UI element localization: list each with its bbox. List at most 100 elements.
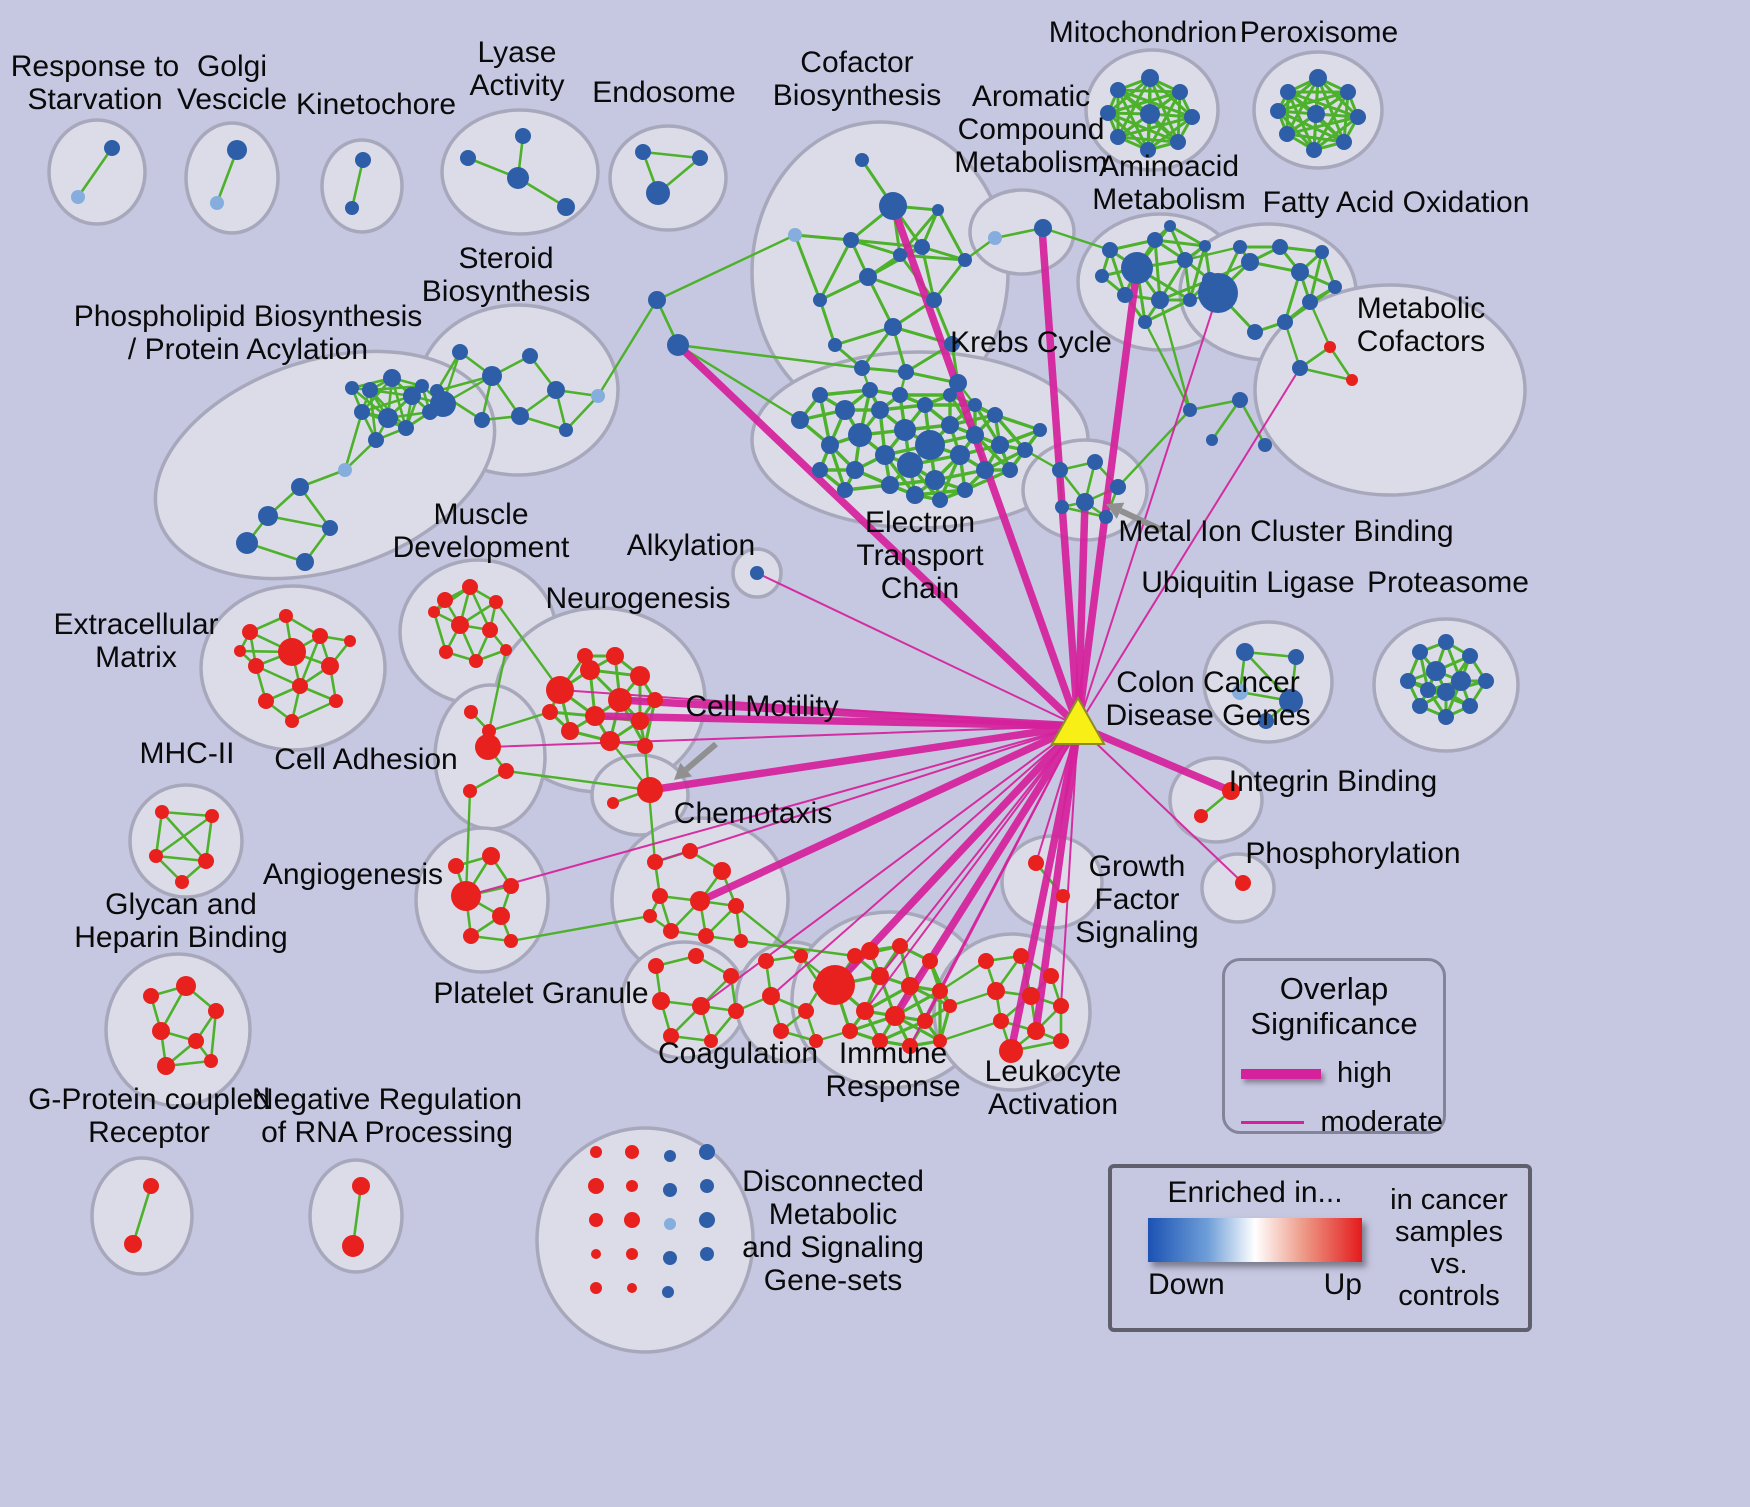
gene-set-node: [437, 592, 453, 608]
gene-set-node: [884, 318, 902, 336]
overlap-edge-h: [1074, 722, 1235, 795]
gene-set-node: [236, 532, 258, 554]
label-integrin-binding: Integrin Binding: [1229, 765, 1437, 798]
gene-set-node: [588, 1178, 604, 1194]
gene-set-node: [104, 140, 120, 156]
overlap-edge-h: [674, 341, 1082, 730]
gene-set-node: [474, 412, 490, 428]
gene-set-node: [368, 432, 384, 448]
layer-links: [441, 226, 1332, 1043]
side-text-line1: in cancer: [1390, 1184, 1508, 1216]
gene-set-node: [1292, 360, 1308, 376]
gene-set-node: [1002, 462, 1018, 478]
gene-set-node: [600, 731, 620, 751]
gene-set-node: [312, 628, 328, 644]
gene-set-node: [71, 190, 85, 204]
gene-set-node: [630, 666, 650, 686]
moderate-label: moderate: [1320, 1106, 1443, 1138]
gene-set-node: [507, 167, 529, 189]
label-metal-ion-cluster-binding: Metal Ion Cluster Binding: [1118, 515, 1453, 548]
gene-set-node: [500, 644, 512, 656]
gene-set-node: [879, 192, 907, 220]
label-cell-adhesion: Cell Adhesion: [274, 743, 457, 776]
gene-set-node: [475, 734, 501, 760]
gene-set-node: [1307, 105, 1325, 123]
gene-set-node: [577, 648, 593, 664]
gene-set-node: [585, 706, 605, 726]
gene-set-node: [901, 977, 919, 995]
gene-set-node: [758, 953, 774, 969]
gene-set-node: [626, 1180, 638, 1192]
gene-set-node: [646, 181, 670, 205]
cluster-ellipse-integrin-binding: [1168, 756, 1264, 844]
gene-set-node: [856, 1002, 874, 1020]
gene-set-node: [652, 992, 670, 1010]
gene-set-node: [859, 268, 877, 286]
gene-set-node: [242, 624, 258, 640]
gene-set-node: [932, 204, 944, 216]
gene-set-node: [1013, 948, 1029, 964]
gene-set-node: [794, 949, 808, 963]
gene-set-node: [1306, 142, 1322, 158]
gene-set-node: [503, 878, 519, 894]
gene-set-node: [462, 579, 478, 595]
gene-set-node: [915, 430, 945, 460]
gene-set-node: [843, 232, 859, 248]
gene-set-node: [439, 645, 453, 659]
gene-set-node: [378, 408, 398, 428]
overlap-edge-m: [924, 725, 1079, 1022]
gene-set-node: [1170, 134, 1186, 150]
overlap-edge-m: [1077, 292, 1219, 727]
gene-set-node: [546, 676, 574, 704]
gene-set-node: [828, 338, 842, 352]
label-mhc-ii: MHC-II: [140, 737, 235, 770]
gene-set-node: [175, 875, 189, 889]
gene-set-node: [837, 482, 853, 498]
gene-set-node: [885, 1006, 905, 1026]
overlap-edge-m: [770, 725, 1079, 997]
gene-set-node: [1270, 103, 1286, 119]
gene-set-node: [788, 228, 802, 242]
gene-set-node: [631, 712, 649, 730]
overlap-edge-m: [1077, 725, 1244, 884]
gene-set-node: [1022, 987, 1040, 1005]
gene-set-node: [1141, 69, 1159, 87]
gene-set-node: [1206, 434, 1218, 446]
gene-set-node: [1279, 689, 1303, 713]
gene-set-node: [914, 239, 930, 255]
gene-set-node: [463, 784, 477, 798]
gene-set-node: [1183, 403, 1197, 417]
gene-set-node: [1138, 315, 1152, 329]
label-peroxisome: Peroxisome: [1240, 16, 1398, 49]
gene-set-node: [897, 452, 923, 478]
gene-set-node: [345, 201, 359, 215]
gene-set-node: [452, 344, 468, 360]
gene-set-node: [925, 470, 945, 490]
gene-set-node: [1324, 341, 1336, 353]
gene-set-node: [943, 388, 957, 402]
gene-set-node: [606, 647, 624, 665]
gene-set-node: [1438, 709, 1454, 725]
gene-set-node: [515, 128, 531, 144]
gene-set-node: [1235, 875, 1251, 891]
label-kinetochore: Kinetochore: [296, 88, 456, 121]
gene-set-node: [1194, 809, 1208, 823]
gene-set-node: [894, 419, 916, 441]
gene-set-node: [699, 1144, 715, 1160]
gene-set-node: [855, 153, 869, 167]
gene-set-node: [589, 1213, 603, 1227]
gene-set-node: [451, 881, 481, 911]
gene-set-node: [692, 997, 710, 1015]
gene-set-node: [590, 1282, 602, 1294]
overlap-edge-m: [559, 689, 1079, 727]
overlap-edge-h: [1032, 722, 1082, 1035]
gene-set-node: [750, 566, 764, 580]
gene-set-node: [1095, 269, 1109, 283]
